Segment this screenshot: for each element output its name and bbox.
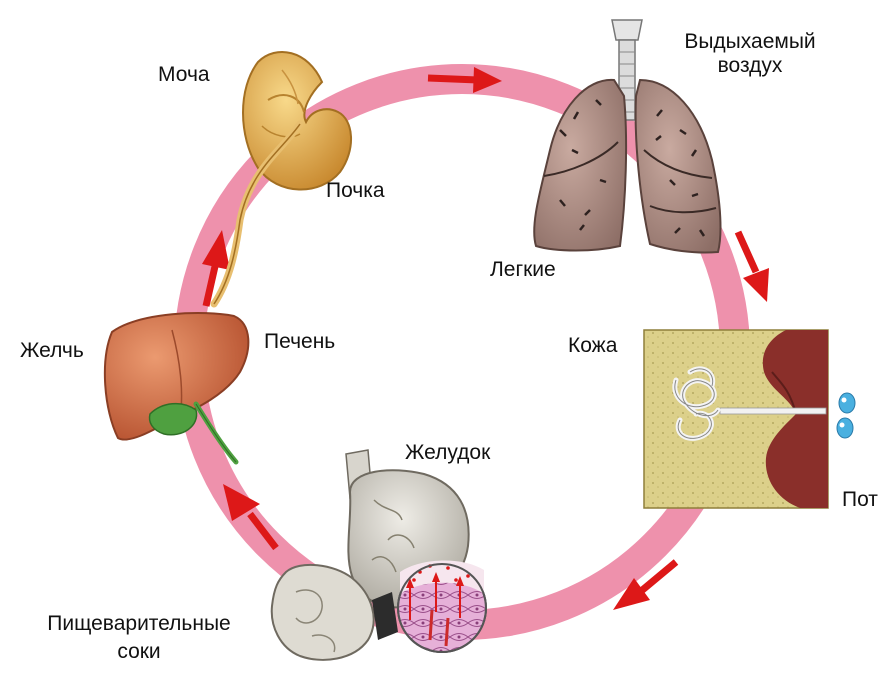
bile-label: Желчь [20,339,84,363]
digestive-juices-label: Пищеварительные соки [44,610,234,666]
stomach-image [272,450,486,660]
digestive-juices-line2: соки [44,638,234,666]
urine-label: Моча [158,63,210,87]
exhaled-air-line1: Выдыхаемый [680,30,820,54]
skin-image [644,330,855,508]
sweat-label: Пот [842,488,878,512]
exhaled-air-label: Выдыхаемый воздух [680,30,820,78]
lungs-label: Легкие [490,258,556,282]
skin-label: Кожа [568,334,617,358]
kidney-label: Почка [326,179,385,203]
stomach-label: Желудок [405,441,490,465]
digestive-juices-line1: Пищеварительные [44,610,234,638]
exhaled-air-line2: воздух [680,54,820,78]
liver-label: Печень [264,330,335,354]
liver-image [105,313,248,462]
